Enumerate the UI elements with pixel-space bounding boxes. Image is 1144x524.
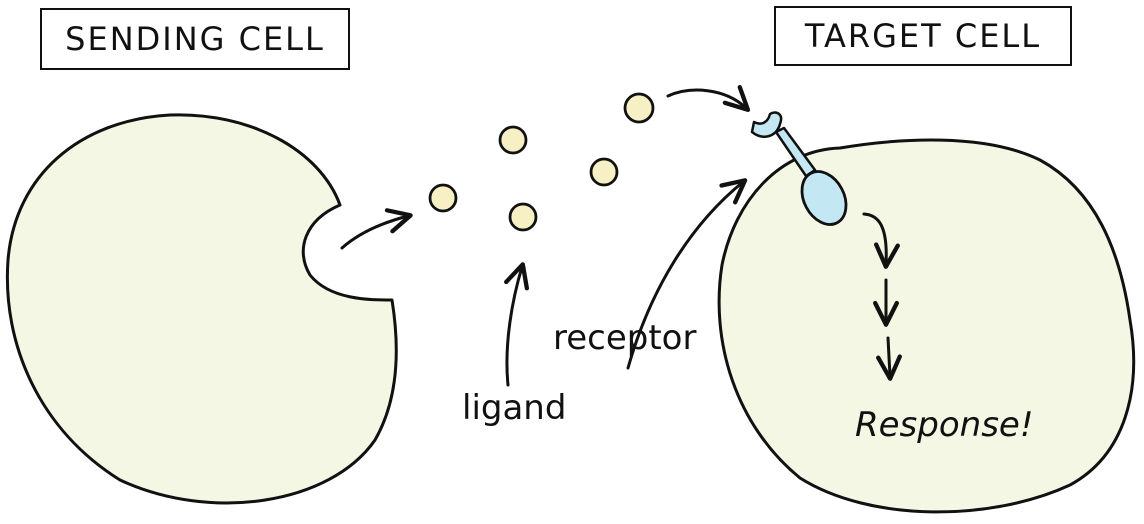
ligand-molecule [428,183,458,213]
receptor-protein [750,111,848,226]
receptor-stalk [774,126,817,178]
sending-cell [5,113,398,505]
cascade-arrow-3 [876,336,902,381]
target-cell [717,138,1136,514]
cascade-arrow-1 [862,212,900,269]
receptor-label: receptor [553,318,697,358]
ligand-molecule [508,202,538,232]
binding-arrow [666,84,751,113]
sending-cell-title: SENDING CELL [40,8,350,70]
receptor-pointer-arrow [626,178,748,370]
ligand-pointer-arrow [504,262,530,387]
ligand-molecule [498,125,528,155]
ligand-label: ligand [462,388,567,428]
response-label: Response! [855,405,1034,445]
ligand-molecule [589,157,619,187]
ligand-molecule [623,92,655,124]
receptor-binding-site [750,111,783,138]
secretion-arrow [340,208,413,250]
receptor-bulb [800,170,848,226]
ligand-molecules [428,92,655,232]
target-cell-title: TARGET CELL [774,6,1072,66]
